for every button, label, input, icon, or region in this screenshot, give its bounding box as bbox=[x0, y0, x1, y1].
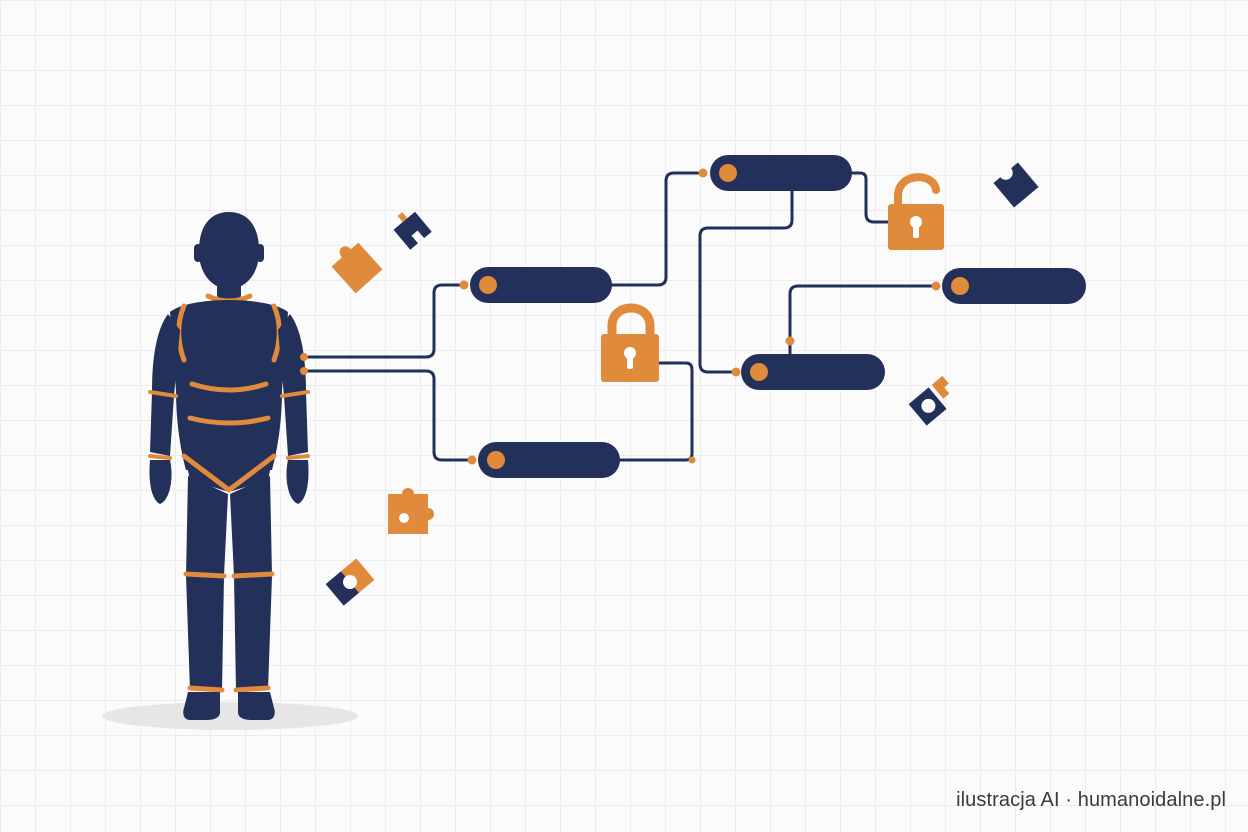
node-pill bbox=[470, 267, 612, 303]
padlock-keyhole bbox=[910, 216, 922, 228]
caption-separator: · bbox=[1059, 789, 1078, 811]
puzzle-piece-icon bbox=[388, 488, 434, 534]
node-pill bbox=[478, 442, 620, 478]
node-indicator bbox=[487, 451, 505, 469]
humanoid-ear-right bbox=[256, 244, 264, 262]
connector-node-2-to-unlocked-padlock bbox=[850, 171, 888, 224]
node-2 bbox=[710, 155, 852, 191]
humanoid-ear-left bbox=[194, 244, 202, 262]
wrist-joint-left bbox=[148, 454, 172, 460]
connector-dot bbox=[731, 367, 741, 377]
caption-credit: ilustracja AI bbox=[956, 789, 1060, 811]
puzzle-piece-icon bbox=[325, 558, 375, 606]
humanoid-foot-left bbox=[183, 692, 220, 720]
humanoid-head bbox=[198, 212, 260, 289]
node-indicator bbox=[951, 277, 969, 295]
padlock-unlocked-icon bbox=[888, 173, 944, 250]
node-4 bbox=[741, 354, 885, 390]
node-3 bbox=[478, 442, 620, 478]
connector-node-4-to-node-5 bbox=[788, 284, 936, 354]
padlock-keyhole-slot bbox=[913, 224, 919, 238]
connector-dot bbox=[459, 280, 469, 290]
humanoid-hand-right bbox=[286, 460, 309, 504]
connector-robot-to-node-3 bbox=[306, 369, 472, 462]
humanoid-pelvis bbox=[184, 452, 274, 492]
knee-joint-right bbox=[231, 571, 275, 579]
connector-robot-to-node-1 bbox=[306, 283, 464, 359]
waist-joint bbox=[187, 415, 271, 426]
wrist-joint-right bbox=[286, 454, 310, 460]
humanoid-foot-right bbox=[238, 692, 275, 720]
padlock-locked-icon bbox=[601, 303, 659, 382]
puzzle-piece-icon bbox=[908, 375, 950, 426]
humanoid-leg-right bbox=[230, 476, 272, 690]
caption-site: humanoidalne.pl bbox=[1077, 789, 1226, 811]
ankle-joint-right bbox=[233, 685, 271, 693]
node-5 bbox=[942, 268, 1086, 304]
padlock-keyhole bbox=[624, 347, 636, 359]
puzzle-piece-icon bbox=[993, 162, 1039, 208]
connector-dot bbox=[698, 168, 708, 178]
node-indicator bbox=[719, 164, 737, 182]
elbow-joint-right bbox=[280, 390, 310, 398]
humanoid-leg-left bbox=[186, 476, 228, 690]
connector-node-1-to-node-2 bbox=[608, 171, 703, 287]
connector-dot bbox=[785, 336, 795, 346]
connector-node-2-to-node-4 bbox=[698, 190, 794, 374]
connector-dot bbox=[300, 353, 308, 361]
connector-dots bbox=[300, 168, 941, 465]
connector-dot bbox=[467, 455, 477, 465]
connector-lines bbox=[306, 171, 936, 462]
ground-shadow bbox=[102, 702, 358, 730]
humanoid-arm-right bbox=[278, 314, 308, 456]
connector-dot bbox=[931, 281, 941, 291]
node-pill bbox=[710, 155, 852, 191]
node-pill bbox=[942, 268, 1086, 304]
padlock-keyhole-slot bbox=[627, 355, 633, 369]
image-credit-caption: ilustracja AI · humanoidalne.pl bbox=[956, 789, 1226, 812]
humanoid-neck bbox=[217, 282, 241, 300]
node-indicator bbox=[750, 363, 768, 381]
connector-dot bbox=[688, 456, 696, 464]
hip-joint bbox=[181, 453, 277, 493]
puzzle-piece-icon bbox=[393, 211, 432, 250]
humanoid-hand-left bbox=[149, 460, 172, 504]
ankle-joint-left bbox=[187, 685, 225, 693]
chest-joint bbox=[189, 381, 269, 393]
humanoid-torso bbox=[170, 300, 288, 470]
knee-joint-left bbox=[183, 571, 227, 579]
humanoid-figure bbox=[148, 212, 310, 720]
node-pill bbox=[741, 354, 885, 390]
node-1 bbox=[470, 267, 612, 303]
elbow-joint-left bbox=[148, 390, 178, 398]
node-indicator bbox=[479, 276, 497, 294]
puzzle-piece-icon bbox=[331, 242, 383, 294]
connector-node-3-to-locked-padlock bbox=[618, 361, 694, 462]
connector-dot bbox=[300, 367, 308, 375]
padlock-shackle bbox=[894, 173, 940, 210]
padlock-shackle bbox=[607, 303, 655, 336]
humanoid-arm-left bbox=[150, 314, 180, 456]
